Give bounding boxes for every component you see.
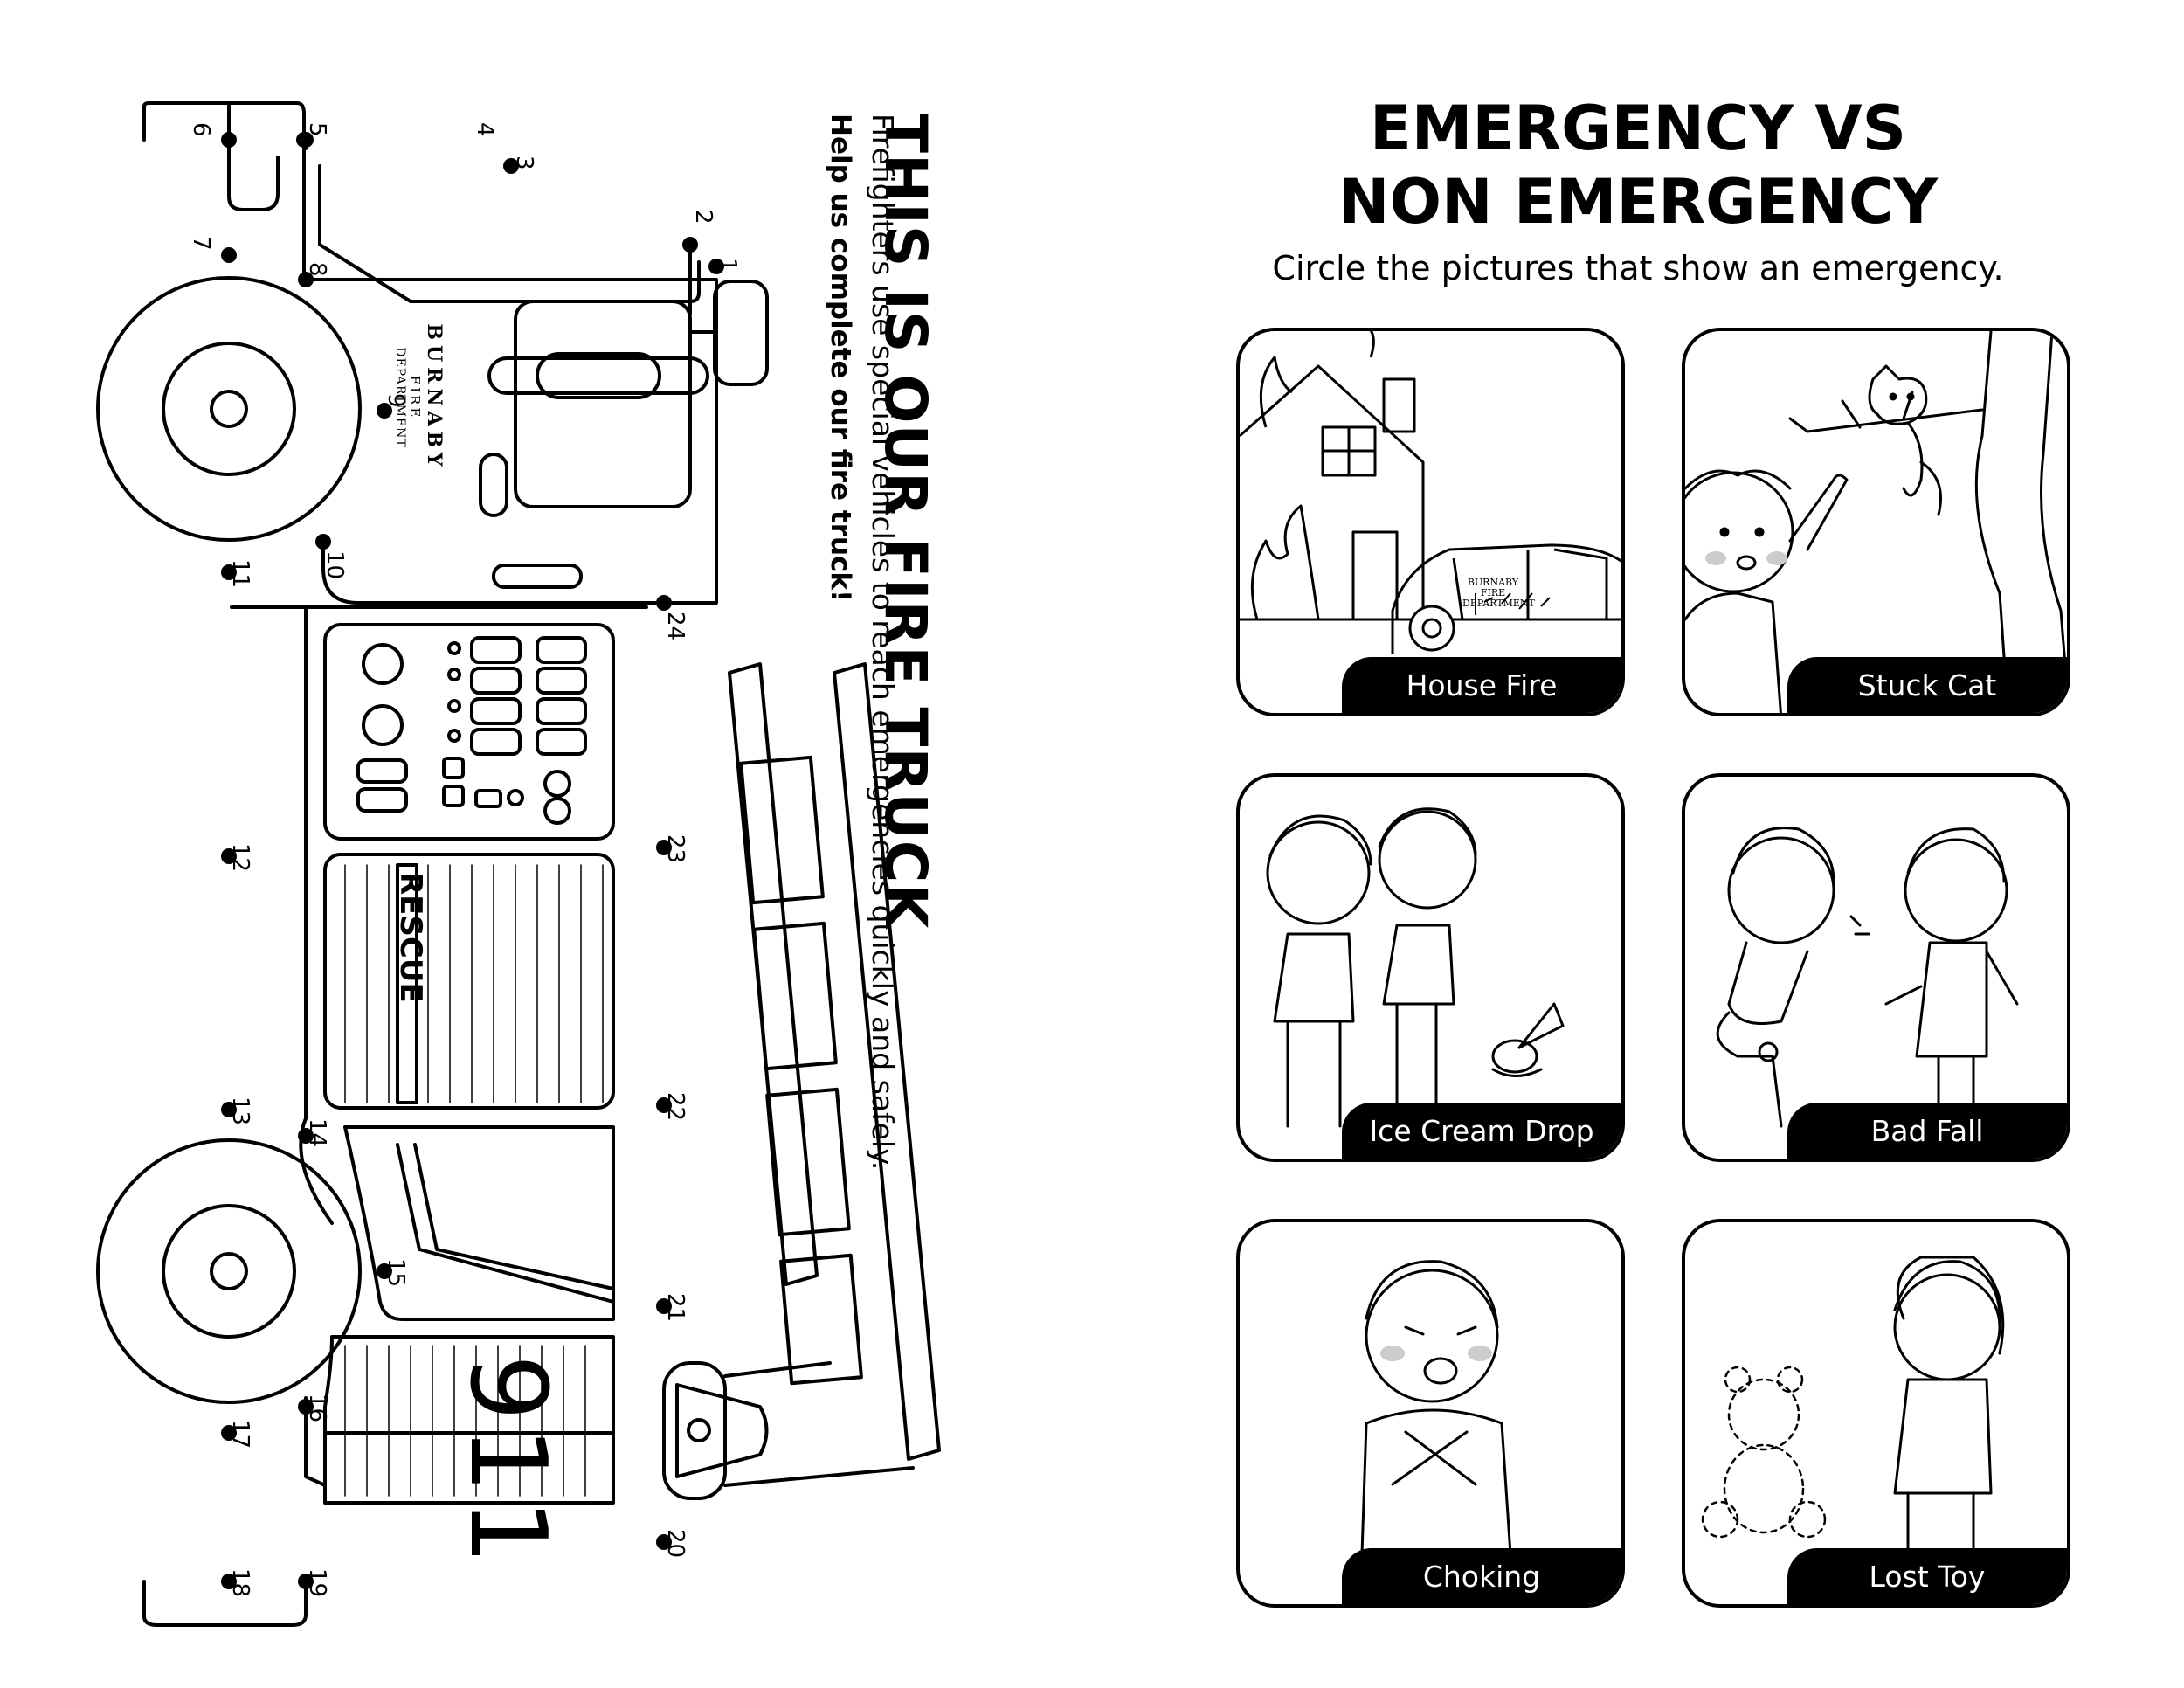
front-wheel [96,276,362,542]
dot-points [221,132,724,1589]
911-compartment [323,1335,615,1505]
dot-number-label: 16 [304,1394,330,1423]
dot-number-label: 11 [227,559,253,589]
card-ice-cream-drop[interactable]: Ice Cream Drop [1236,773,1625,1162]
page-title-line2: NON EMERGENCY [1337,166,1939,238]
cab-back-line [671,278,718,605]
card-label: Bad Fall [1787,1103,2067,1159]
dot-number-label: 3 [511,156,537,170]
teddy-bear-outline [1701,1366,1827,1539]
dot-number-label: 6 [188,122,214,137]
dot-number-label: 8 [304,262,330,277]
dot-number-label: 7 [188,236,214,251]
page-title-line1: EMERGENCY VS [1369,93,1907,164]
dot-number-label: 19 [304,1568,330,1598]
card-bad-fall[interactable]: Bad Fall [1682,773,2070,1162]
card-lost-toy[interactable]: Lost Toy [1682,1219,2070,1608]
stuck-cat-picture [1685,331,2067,713]
card-label: Stuck Cat [1787,657,2067,713]
dot-number-label: 17 [227,1420,253,1449]
emergency-page: EMERGENCY VS NON EMERGENCY Circle the pi… [1092,0,2184,1688]
bumper [142,1580,308,1627]
fire-truck-drawing [96,101,941,1627]
rescue-label: RESCUE [393,872,428,1003]
dot-number-label: 21 [662,1293,688,1323]
dot-number-label: 20 [662,1529,688,1559]
card-label: Lost Toy [1787,1548,2067,1604]
control-panel [323,623,615,841]
ladder [662,662,941,1500]
help-text: Help us complete our fire truck! [825,114,856,603]
dot-number-label: 1 [715,258,741,273]
bad-fall-picture [1716,827,2019,1128]
side-mirror [713,280,769,386]
logo-line2: FIRE [407,375,423,420]
card-stuck-cat[interactable]: Stuck Cat [1682,328,2070,716]
car-logo: BURNABY FIRE DEPARTMENT [1462,577,1535,609]
rear-wheel [96,1138,362,1404]
hose-hook [227,103,280,211]
card-label: Choking [1342,1548,1621,1604]
dot-number-label: 5 [304,122,330,137]
fender-compartment [343,1125,615,1321]
card-choking[interactable]: Choking [1236,1219,1625,1608]
dot-number-label: 22 [662,1092,688,1122]
dot-number-label: 12 [227,843,253,873]
card-house-fire[interactable]: BURNABY FIRE DEPARTMENT House Fire [1236,328,1625,716]
dot-number-label: 10 [321,550,348,580]
lost-toy-picture [1701,1256,2005,1574]
dot-number-label: 4 [472,122,498,137]
house-fire-picture [1240,331,1621,654]
card-label: Ice Cream Drop [1342,1103,1621,1159]
ice-cream-drop-picture [1266,807,1565,1128]
mirror-frame [142,101,306,142]
logo-line1: BURNABY [423,323,446,472]
dot-number-label: 18 [227,1568,253,1598]
page-subtitle: Firefighters use special vehicles to rea… [866,114,900,1171]
dot-number-label: 9 [383,393,409,408]
dot-number-label: 14 [304,1118,330,1148]
instruction-text: Circle the pictures that show an emergen… [1272,249,2004,287]
dot-number-label: 13 [227,1097,253,1126]
dot-number-label: 24 [662,612,688,641]
dot-number-label: 2 [690,210,716,225]
rescue-compartment [323,853,615,1110]
card-label: House Fire [1342,657,1621,713]
truck-number: 911 [446,1354,568,1571]
cab-line [318,164,701,303]
dot-number-label: 15 [383,1258,409,1288]
cab-window [514,300,692,508]
dot-number-label: 23 [662,834,688,864]
